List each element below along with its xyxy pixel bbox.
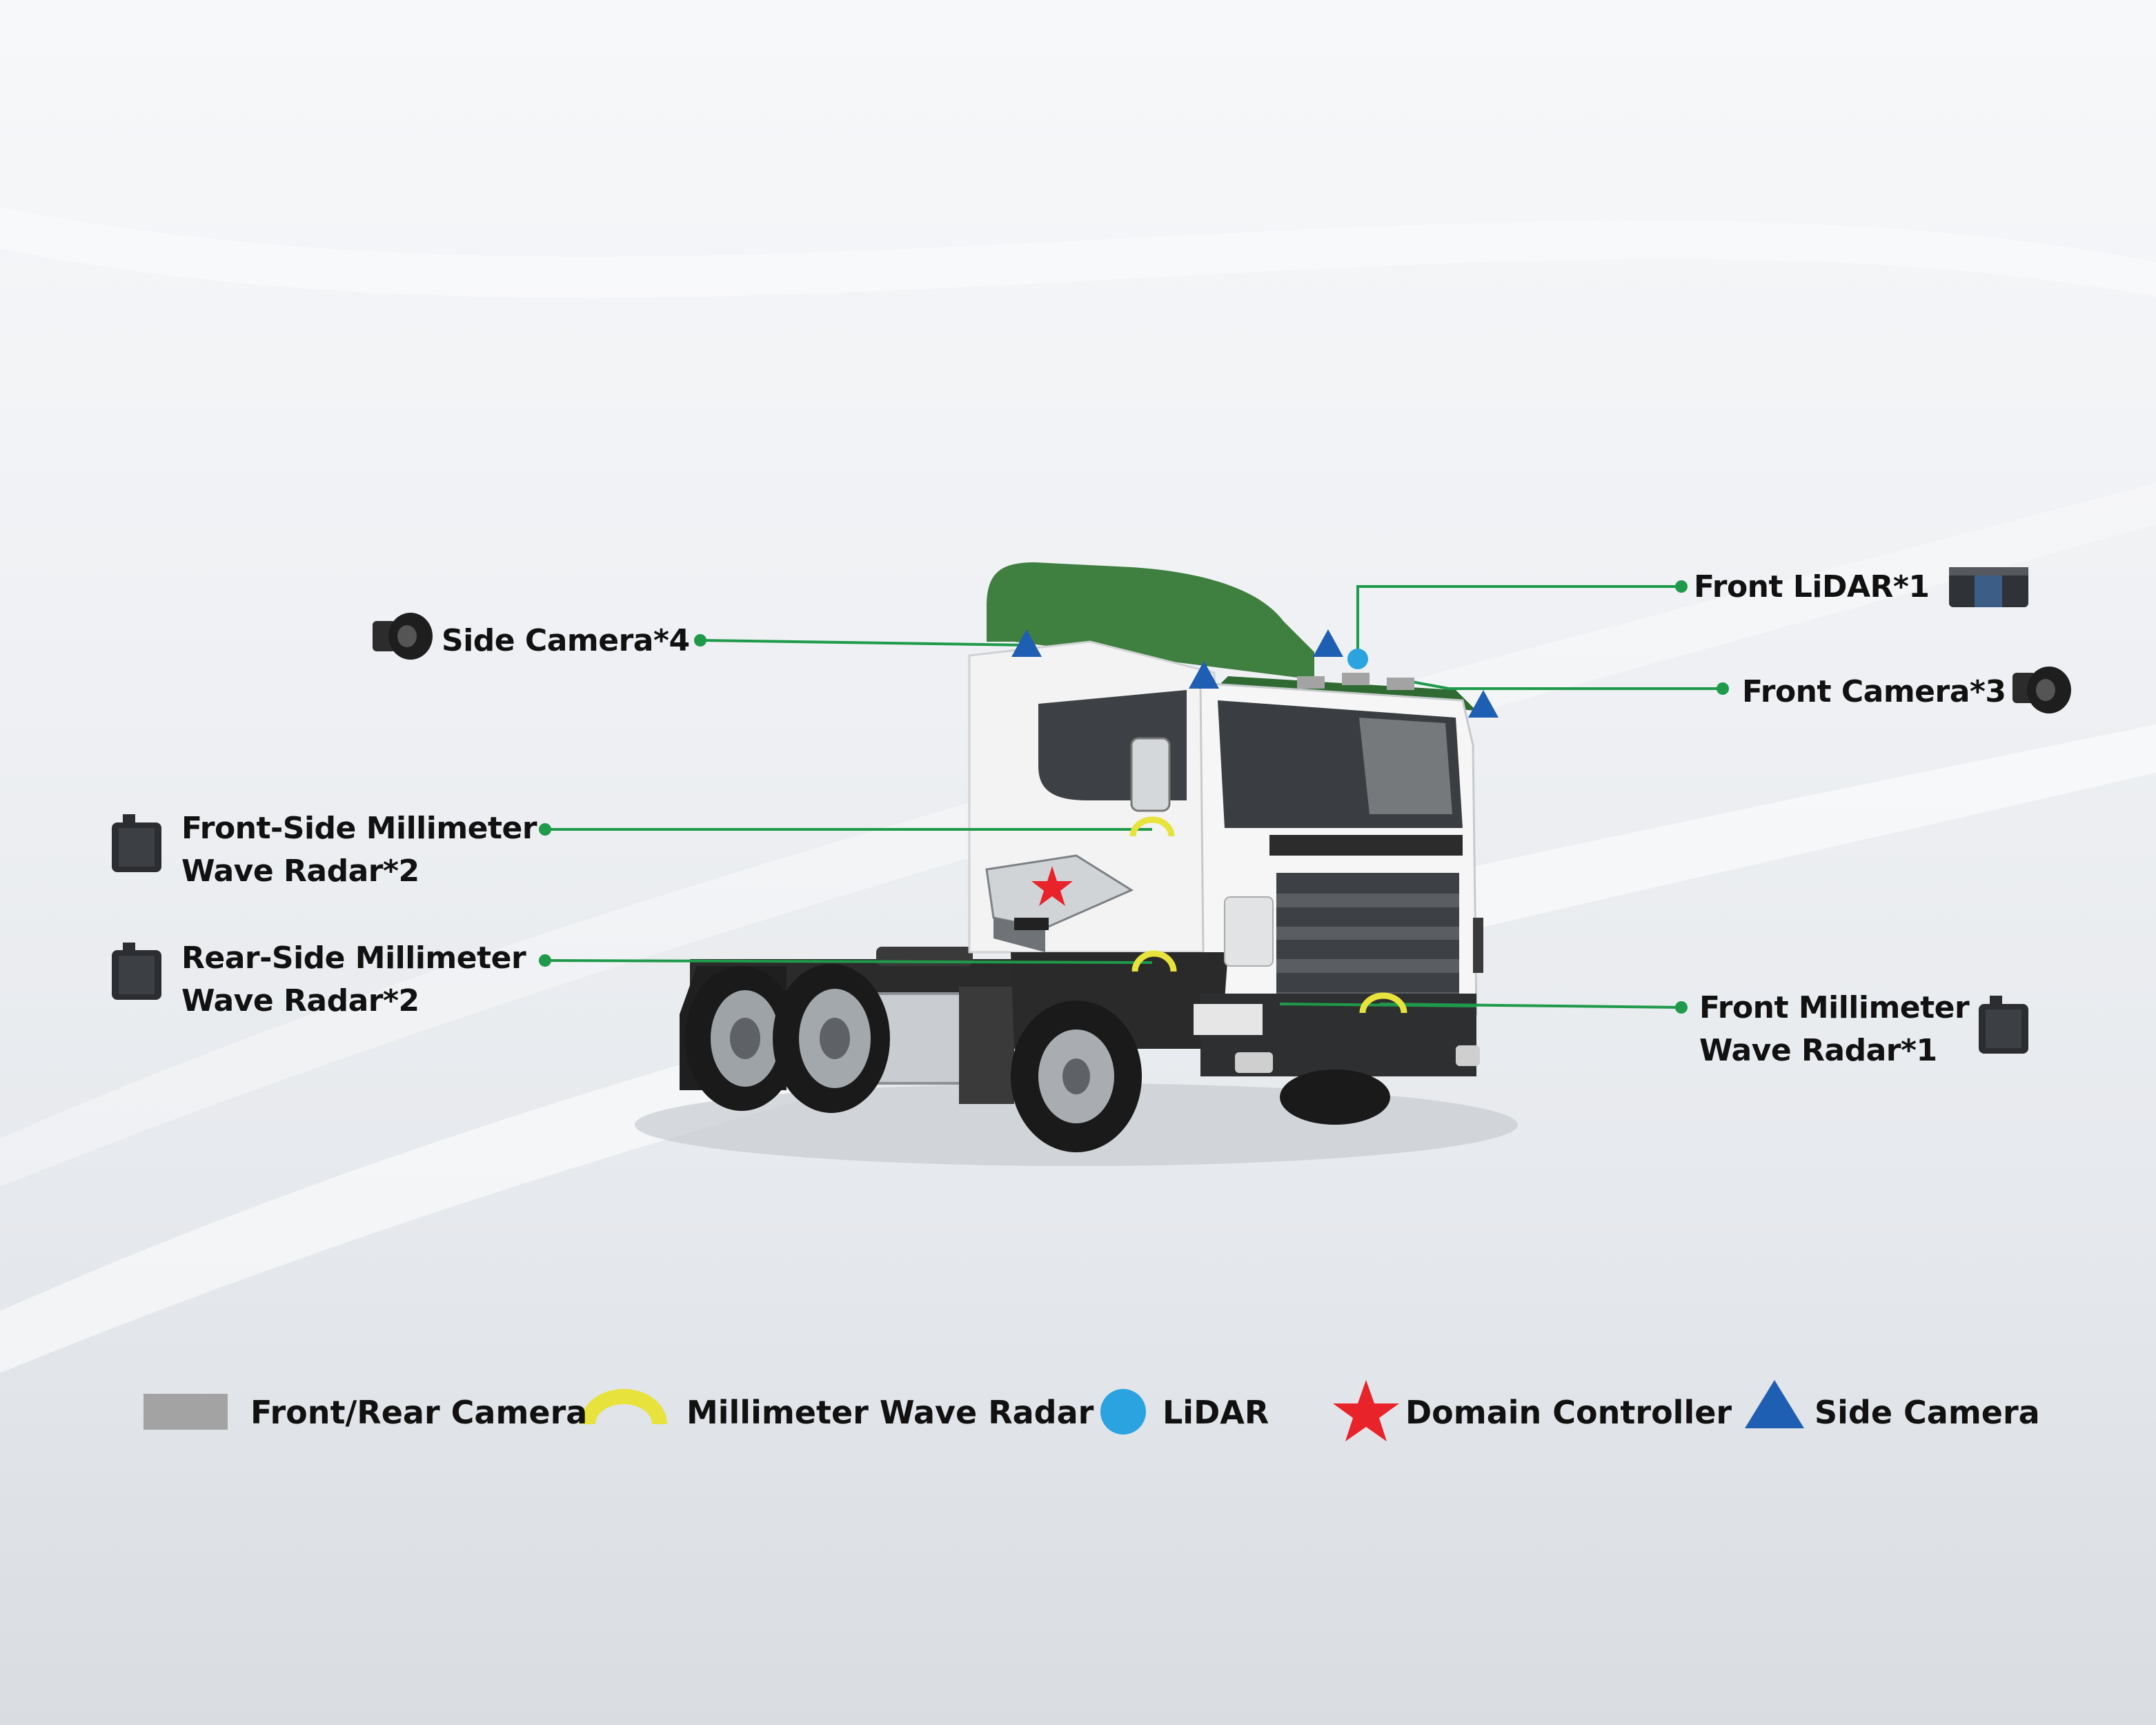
lidar-marker xyxy=(1347,649,1368,669)
legend-symbols xyxy=(144,1380,1804,1441)
side-camera-marker xyxy=(1468,690,1499,718)
camera-device-icon xyxy=(2012,667,2071,713)
camera-device-icon xyxy=(373,613,433,660)
leader-front-bar xyxy=(1279,1003,1477,1007)
legend-camera-symbol xyxy=(144,1394,228,1430)
lidar-device-icon xyxy=(1949,567,2028,607)
callout-front-lidar: Front LiDAR*1 xyxy=(1694,566,1930,609)
front-camera-marker xyxy=(1387,678,1414,690)
rear-side-radar-line2: Wave Radar*2 xyxy=(181,983,419,1018)
front-wheel-right xyxy=(1280,1070,1390,1125)
callout-front-camera: Front Camera*3 xyxy=(1742,671,2006,713)
radar-marker xyxy=(1129,816,1175,837)
legend-lidar-symbol xyxy=(1100,1389,1146,1435)
front-camera-label: Front Camera*3 xyxy=(1742,674,2006,709)
callout-front-side-radar: Front-Side Millimeter Wave Radar*2 xyxy=(181,807,537,893)
legend-label-camera: Front/Rear Camera xyxy=(250,1394,588,1431)
rear-side-radar-line1: Rear-Side Millimeter xyxy=(181,940,526,976)
legend-label-lidar: LiDAR xyxy=(1163,1394,1269,1431)
radar-marker xyxy=(1359,992,1407,1014)
rear-wheel-1 xyxy=(685,966,798,1111)
leader-rear-side-radar xyxy=(544,959,1153,964)
leader-lines xyxy=(544,585,1723,1009)
legend-label-radar: Millimeter Wave Radar xyxy=(686,1394,1094,1431)
callout-rear-side-radar: Rear-Side Millimeter Wave Radar*2 xyxy=(181,937,526,1023)
truck-cab xyxy=(968,562,1483,1076)
front-camera-marker xyxy=(1342,673,1369,685)
callout-side-camera: Side Camera*4 xyxy=(442,620,690,662)
radar-marker xyxy=(1131,950,1177,972)
front-lidar-label: Front LiDAR*1 xyxy=(1694,569,1930,604)
callout-front-radar: Front Millimeter Wave Radar*1 xyxy=(1699,987,1970,1072)
rear-wheel-2 xyxy=(773,964,890,1113)
legend-label-side-camera: Side Camera xyxy=(1814,1394,2040,1431)
radar-device-icon xyxy=(1979,996,2028,1054)
legend-radar-symbol xyxy=(580,1389,667,1425)
side-camera-marker xyxy=(1313,629,1343,657)
leader-side-camera xyxy=(700,639,1029,647)
roof-spoiler xyxy=(987,562,1314,680)
leader-dots xyxy=(539,580,1729,1014)
leader-front-camera xyxy=(1400,678,1723,690)
sensor-markers xyxy=(1011,629,1499,1014)
side-camera-marker xyxy=(1011,629,1042,657)
domain-controller-marker xyxy=(1031,866,1073,906)
radar-device-icon xyxy=(112,814,161,872)
legend-star-symbol xyxy=(1333,1380,1399,1441)
front-wheel-left xyxy=(1011,1000,1142,1152)
front-radar-line2: Wave Radar*1 xyxy=(1699,1033,1937,1068)
front-radar-line1: Front Millimeter xyxy=(1699,990,1970,1025)
front-side-radar-line1: Front-Side Millimeter xyxy=(181,811,537,846)
side-camera-label: Side Camera*4 xyxy=(442,623,690,658)
front-side-radar-line2: Wave Radar*2 xyxy=(181,854,419,889)
legend-label-domain-controller: Domain Controller xyxy=(1405,1394,1732,1431)
leader-front-lidar xyxy=(1356,585,1681,659)
radar-device-icon xyxy=(112,943,161,1000)
side-camera-marker xyxy=(1189,661,1219,689)
legend-triangle-symbol xyxy=(1745,1380,1804,1428)
front-camera-marker xyxy=(1297,676,1325,689)
